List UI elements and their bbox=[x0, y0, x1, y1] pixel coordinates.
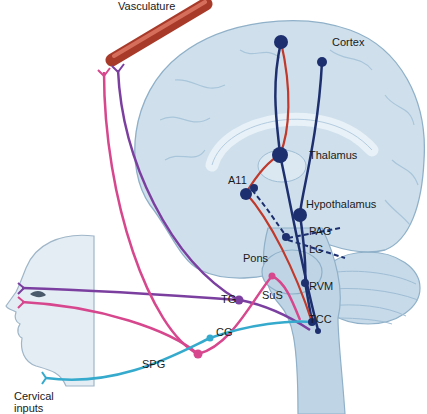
nucleus-dot bbox=[274, 35, 288, 49]
dopaminergic-pathway bbox=[246, 42, 312, 322]
nucleus-dot bbox=[272, 147, 288, 163]
structure-label: Cervical inputs bbox=[14, 390, 60, 414]
cervical-fibre bbox=[46, 322, 312, 380]
structure-label: SuS bbox=[262, 289, 283, 301]
nucleus-dot bbox=[315, 328, 321, 334]
blood-vessel bbox=[112, 4, 206, 60]
nucleus-dot bbox=[250, 184, 258, 192]
structure-label: SPG bbox=[142, 358, 165, 370]
ganglion-dot bbox=[194, 350, 203, 359]
structure-label: RVM bbox=[309, 280, 333, 292]
structure-label: Vasculature bbox=[118, 0, 175, 12]
nucleus-dot bbox=[240, 188, 252, 200]
structure-label: Cortex bbox=[332, 36, 364, 48]
structure-label: Thalamus bbox=[309, 149, 357, 161]
parasympathetic-fibre bbox=[198, 276, 300, 354]
ganglion-dot bbox=[207, 335, 214, 342]
face-profile bbox=[6, 235, 94, 386]
structure-label: Hypothalamus bbox=[306, 198, 376, 210]
nucleus-dot bbox=[317, 57, 327, 67]
nerve-ending bbox=[42, 372, 46, 384]
nucleus-dot bbox=[301, 279, 309, 287]
trigeminal-fibre bbox=[118, 70, 238, 300]
structure-label: TG bbox=[221, 293, 236, 305]
nerve-ending bbox=[18, 68, 110, 308]
structure-label: Pons bbox=[243, 252, 268, 264]
central-pathway bbox=[300, 62, 322, 215]
nucleus-dot bbox=[282, 233, 290, 241]
eye bbox=[30, 291, 46, 297]
nucleus-dot bbox=[293, 208, 307, 222]
structure-label: TCC bbox=[309, 313, 332, 325]
central-pathway bbox=[275, 42, 281, 155]
nucleus-dot bbox=[269, 273, 276, 280]
structure-label: LC bbox=[309, 243, 323, 255]
structure-label: CG bbox=[216, 326, 233, 338]
trigeminal-fibre bbox=[22, 288, 238, 300]
structure-label: A11 bbox=[228, 174, 247, 186]
parasympathetic-fibre bbox=[104, 72, 198, 354]
structure-label: PAG bbox=[309, 225, 331, 237]
nerve-ending bbox=[18, 64, 124, 294]
parasympathetic-fibre bbox=[22, 302, 198, 354]
